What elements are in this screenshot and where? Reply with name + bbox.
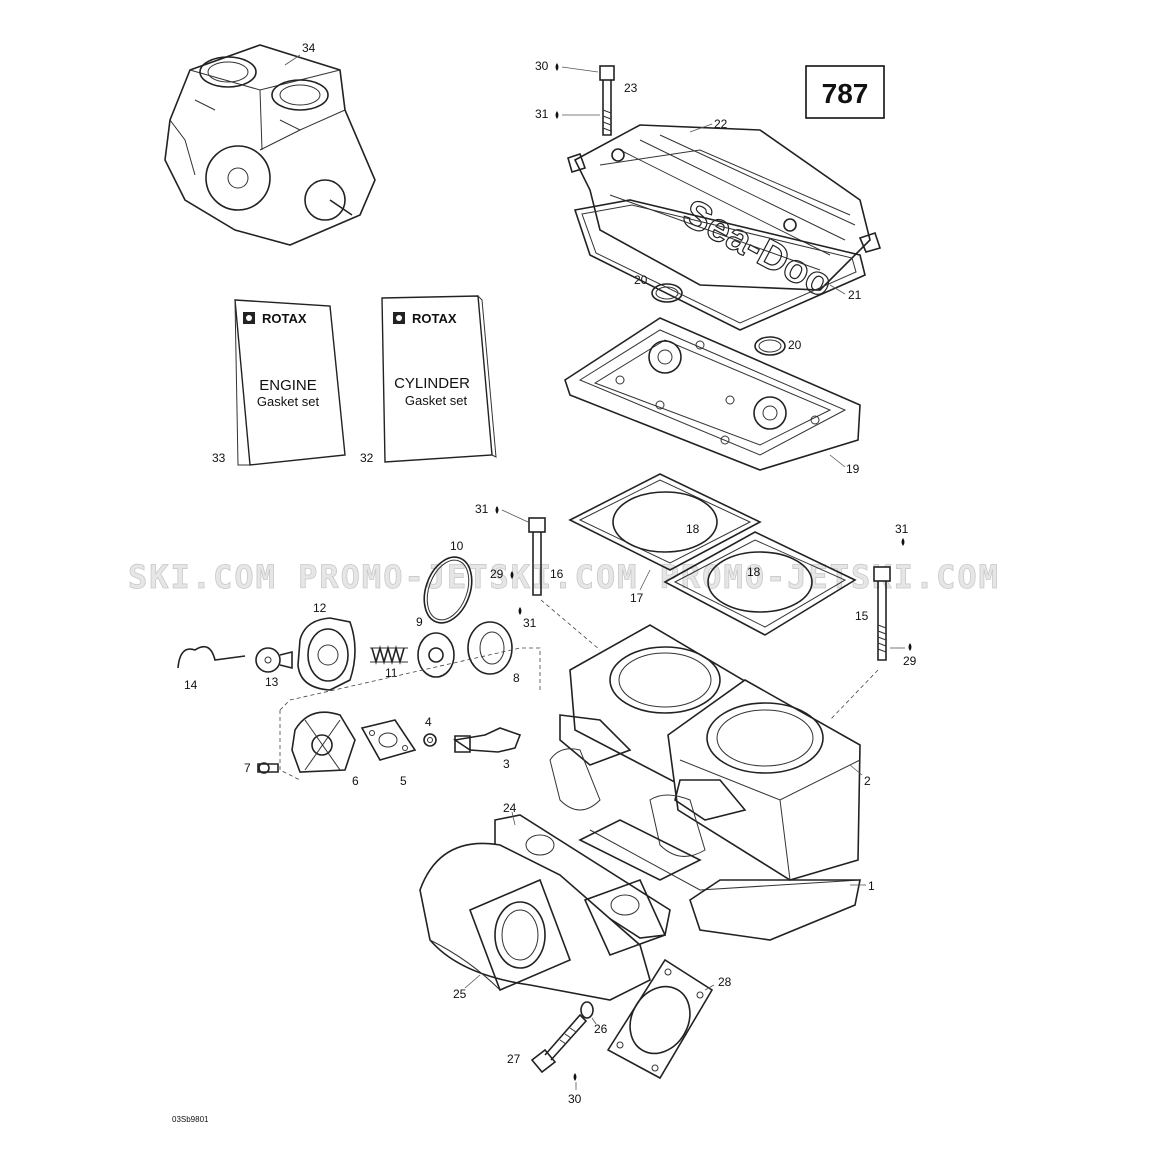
bolt-16: 31 29 16 bbox=[475, 502, 601, 651]
callout-6: 6 bbox=[352, 774, 359, 788]
lubricant-30-bottom: 30 bbox=[568, 1073, 582, 1106]
callout-31-valve: 31 bbox=[523, 616, 537, 630]
callout-33: 33 bbox=[212, 451, 226, 465]
head-gasket-18-front: 18 17 bbox=[630, 531, 857, 636]
exhaust-manifold-25: 25 bbox=[419, 842, 667, 1001]
lubricant-drop-icon bbox=[908, 643, 912, 651]
callout-3: 3 bbox=[503, 757, 510, 771]
model-badge: 787 bbox=[805, 65, 885, 119]
callout-13: 13 bbox=[265, 675, 279, 689]
callout-29-bolt15: 29 bbox=[903, 654, 917, 668]
bellows-8: 8 31 bbox=[467, 607, 537, 685]
callout-34: 34 bbox=[302, 41, 316, 55]
bolt-27: 27 bbox=[507, 1013, 588, 1074]
callout-15: 15 bbox=[855, 609, 869, 623]
callout-22: 22 bbox=[714, 117, 728, 131]
callout-19: 19 bbox=[846, 462, 860, 476]
callout-31-bolt15: 31 bbox=[895, 522, 909, 536]
lubricant-drop-icon bbox=[573, 1073, 577, 1081]
bolt-23: 30 23 31 bbox=[535, 59, 638, 136]
callout-4: 4 bbox=[425, 715, 432, 729]
callout-16: 16 bbox=[550, 567, 564, 581]
cap-13: 13 bbox=[255, 647, 293, 689]
callout-25: 25 bbox=[453, 987, 467, 1001]
manual-32-title: CYLINDER bbox=[394, 375, 470, 392]
callout-9: 9 bbox=[416, 615, 423, 629]
clip-14: 14 bbox=[177, 645, 246, 692]
o-ring-20-right: 20 bbox=[754, 336, 802, 356]
valve-housing-12: 12 bbox=[297, 601, 356, 691]
watermark-text: SKI.COM PROMO-JETSKI.COM PROMO-JETSKI.CO… bbox=[128, 558, 1000, 596]
head-gasket-18-rear: 18 bbox=[568, 473, 762, 571]
callout-32: 32 bbox=[360, 451, 374, 465]
callout-20-left: 20 bbox=[634, 273, 648, 287]
manual-cylinder-gasket-set: ROTAX CYLINDER Gasket set 32 bbox=[360, 295, 497, 465]
gasket-5: 5 bbox=[360, 719, 417, 788]
bolt-15: 31 15 29 bbox=[829, 522, 917, 721]
manual-32-subtitle: Gasket set bbox=[405, 393, 468, 408]
callout-7: 7 bbox=[244, 761, 251, 775]
manual-32-brand: ROTAX bbox=[412, 311, 457, 326]
manual-33-brand: ROTAX bbox=[262, 311, 307, 326]
spring-11: 11 bbox=[370, 645, 408, 680]
model-badge-text: 787 bbox=[822, 78, 869, 109]
assembly-guide-line bbox=[279, 710, 301, 781]
manual-33-title: ENGINE bbox=[259, 377, 317, 394]
cylinder-head-cover-22: Sea-Doo 22 bbox=[567, 117, 882, 307]
lubricant-drop-icon bbox=[901, 538, 905, 546]
valve-3: 3 bbox=[452, 727, 522, 771]
washer-4: 4 bbox=[423, 715, 437, 747]
cylinder-head-19: 19 bbox=[564, 317, 861, 476]
lubricant-drop-icon bbox=[495, 506, 499, 514]
engine-assembly-drawing: 34 bbox=[164, 41, 376, 246]
callout-8: 8 bbox=[513, 671, 520, 685]
callout-21: 21 bbox=[848, 288, 862, 302]
callout-5: 5 bbox=[400, 774, 407, 788]
callout-30-top: 30 bbox=[535, 59, 549, 73]
callout-29-bolt16: 29 bbox=[490, 567, 504, 581]
assembly-guide-line bbox=[279, 647, 541, 711]
base-gasket-1: 1 bbox=[578, 819, 875, 941]
callout-12: 12 bbox=[313, 601, 327, 615]
callout-18-rear: 18 bbox=[686, 522, 700, 536]
drawing-code: 03Sb9801 bbox=[172, 1115, 209, 1124]
lubricant-drop-icon bbox=[555, 111, 559, 119]
valve-base-6: 6 bbox=[291, 711, 359, 788]
callout-27: 27 bbox=[507, 1052, 521, 1066]
callout-17: 17 bbox=[630, 591, 644, 605]
callout-24: 24 bbox=[503, 801, 517, 815]
manual-33-subtitle: Gasket set bbox=[257, 394, 320, 409]
callout-1: 1 bbox=[868, 879, 875, 893]
callout-23: 23 bbox=[624, 81, 638, 95]
callout-31-bolt16: 31 bbox=[475, 502, 489, 516]
callout-18-front: 18 bbox=[747, 565, 761, 579]
lubricant-drop-icon bbox=[555, 63, 559, 71]
screw-7: 7 bbox=[244, 761, 279, 775]
cover-gasket-21: 21 bbox=[573, 199, 866, 331]
piston-9: 9 bbox=[416, 615, 455, 678]
gasket-28: 28 bbox=[606, 958, 732, 1080]
cylinder-2: 2 bbox=[549, 624, 871, 891]
callout-26: 26 bbox=[594, 1022, 608, 1036]
callout-31-top: 31 bbox=[535, 107, 549, 121]
callout-30-bottom: 30 bbox=[568, 1092, 582, 1106]
lubricant-drop-icon bbox=[518, 607, 522, 615]
callout-28: 28 bbox=[718, 975, 732, 989]
washer-26: 26 bbox=[580, 1001, 608, 1036]
callout-2: 2 bbox=[864, 774, 871, 788]
manual-engine-gasket-set: ROTAX ENGINE Gasket set 33 bbox=[212, 299, 346, 466]
callout-14: 14 bbox=[184, 678, 198, 692]
callout-20-right: 20 bbox=[788, 338, 802, 352]
callout-10: 10 bbox=[450, 539, 464, 553]
o-ring-20-left: 20 bbox=[634, 273, 683, 303]
lubricant-drop-icon bbox=[510, 571, 514, 579]
o-ring-10: 10 bbox=[423, 539, 473, 624]
